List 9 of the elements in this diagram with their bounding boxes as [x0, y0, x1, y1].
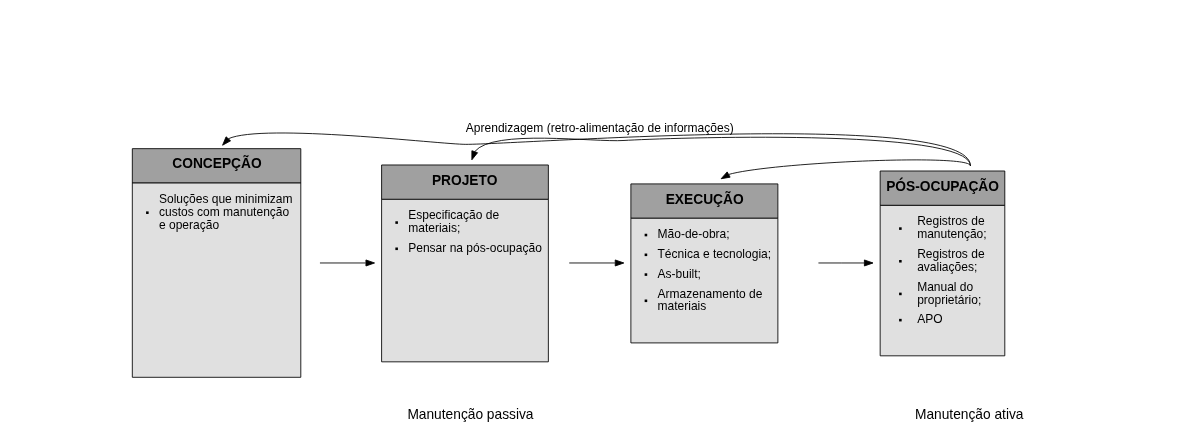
arrow [319, 259, 375, 267]
arrow [470, 136, 971, 167]
edge-label: Aprendizagem (retro-alimentação de informações) [465, 121, 734, 136]
label: Manutenção ativa [914, 407, 1024, 423]
label: Manutenção passiva [406, 407, 534, 423]
arrow [720, 159, 971, 180]
arrow [568, 259, 624, 267]
arrow [221, 132, 971, 167]
arrow [817, 259, 873, 267]
